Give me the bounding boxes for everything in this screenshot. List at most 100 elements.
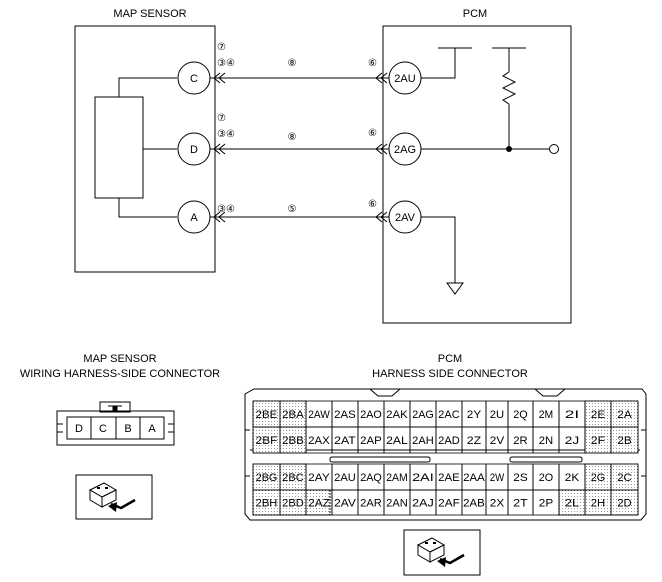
sensor-element	[94, 96, 144, 199]
pcm-pin-label: 2AB	[463, 498, 485, 510]
pcm-pin-label: 2BG	[256, 472, 278, 484]
pcm-pin-label: 2U	[490, 409, 504, 421]
pcm-pin-label: 2BB	[282, 435, 304, 447]
internal-wire-c	[118, 77, 177, 97]
pcm-pin-label: 2BA	[282, 409, 304, 421]
pcm-pin-label: 2AE	[438, 472, 460, 484]
map-sensor-connector	[56, 401, 175, 446]
marker-d-mid: ③④	[217, 129, 235, 140]
pcm-pin-label: 2BC	[282, 472, 304, 484]
pcm-pin-label: 2AO	[360, 409, 382, 421]
pcm-terminal-2au: 2AU	[388, 61, 422, 95]
pcm-pin-label: 2BE	[256, 409, 278, 421]
pcm-pin-label: 2AH	[412, 435, 434, 447]
svg-text:C: C	[190, 73, 198, 85]
pcm-pin-label: 2H	[591, 498, 605, 510]
map-connector-title-2: WIRING HARNESS-SIDE CONNECTOR	[20, 368, 220, 380]
marker-a-mid: ③④	[217, 204, 235, 215]
marker-d-top: ⑦	[217, 113, 226, 124]
pcm-pin-label: 2C	[617, 472, 631, 484]
pcm-pin-label: 2AG	[412, 409, 434, 421]
svg-text:D: D	[190, 144, 198, 156]
pcm-pin-label: 2F	[591, 435, 606, 447]
marker-a-pcm: ⑥	[368, 199, 377, 210]
marker-c-wire: ⑧	[288, 58, 297, 69]
marker-c-mid: ③④	[217, 58, 235, 69]
pcm-pin-label: 2W	[490, 472, 505, 484]
pcm-shaded-groups	[252, 400, 639, 516]
pcm-pin-label: 2BD	[282, 498, 304, 510]
pcm-pin-label: 2L	[565, 498, 579, 510]
pcm-pin-label: 2AR	[360, 498, 382, 510]
pcm-pin-label: 2T	[513, 498, 528, 510]
pcm-pin-label: 2AF	[438, 498, 460, 510]
pcm-pin-label: 2A	[617, 409, 632, 421]
marker-d-wire: ⑧	[288, 132, 297, 143]
map-pin-c: C	[99, 423, 107, 435]
pcm-box	[382, 25, 572, 324]
pcm-pin-label: 2AM	[386, 472, 408, 484]
marker-c-top: ⑦	[217, 42, 226, 53]
svg-text:2AV: 2AV	[395, 212, 416, 224]
pcm-pin-label: 2M	[539, 409, 553, 421]
svg-text:2AU: 2AU	[394, 73, 415, 85]
pcm-pin-label: 2AJ	[412, 498, 434, 510]
pcm-pin-label: 2I	[565, 409, 579, 421]
pcm-terminal-2av: 2AV	[388, 200, 422, 234]
pcm-pin-label: 2Y	[467, 409, 482, 421]
wire-a-to-2av	[210, 211, 389, 223]
map-connector-title-1: MAP SENSOR	[83, 353, 156, 365]
pcm-pin-label: 2AZ	[308, 498, 330, 510]
pull-up-resistor	[501, 71, 517, 105]
map-pin-a: A	[148, 423, 156, 435]
marker-d-pcm: ⑥	[368, 128, 377, 139]
connector-view-icon	[403, 529, 481, 576]
pcm-pin-label: 2AP	[360, 435, 382, 447]
pcm-pin-label: 2P	[539, 498, 553, 510]
pcm-pin-label: 2R	[513, 435, 527, 447]
pcm-pin-label: 2E	[591, 409, 605, 421]
svg-text:2AG: 2AG	[394, 144, 416, 156]
pcm-pin-label: 2AU	[334, 472, 356, 484]
pcm-pin-label: 2AT	[334, 435, 356, 447]
map-pin-b: B	[124, 423, 131, 435]
pcm-pin-label: 2AI	[412, 472, 434, 484]
pcm-pin-label: 2B	[617, 435, 631, 447]
pcm-cell-box	[610, 489, 639, 516]
pcm-pin-label: 2BH	[256, 498, 278, 510]
pcm-pin-label: 2AL	[386, 435, 408, 447]
map-pin-d: D	[75, 423, 83, 435]
pcm-pin-label: 2Q	[513, 409, 528, 421]
pcm-pin-label: 2AA	[463, 472, 485, 484]
pcm-pin-label: 2O	[539, 472, 554, 484]
marker-c-pcm: ⑥	[368, 58, 377, 69]
pcm-title: PCM	[463, 8, 487, 20]
terminal-a: A	[177, 200, 211, 234]
pcm-pin-label: 2AK	[386, 409, 408, 421]
pcm-pin-label: 2D	[617, 498, 631, 510]
pcm-pin-label: 2BF	[256, 435, 278, 447]
pcm-terminal-2ag: 2AG	[388, 132, 422, 166]
pcm-internal-line	[421, 104, 559, 154]
pcm-pin-label: 2AX	[308, 435, 330, 447]
pcm-connector-title-2: HARNESS SIDE CONNECTOR	[372, 368, 528, 380]
marker-a-wire: ⑤	[288, 204, 297, 215]
pcm-connector-title-1: PCM	[438, 353, 462, 365]
pcm-pin-label: 2AS	[334, 409, 356, 421]
terminal-c: C	[177, 61, 211, 95]
pcm-cell-box	[610, 426, 639, 454]
pcm-connector-body	[244, 388, 647, 521]
pcm-pin-label: 2AD	[438, 435, 460, 447]
ground-icon	[421, 216, 464, 295]
pcm-pin-label: 2V	[490, 435, 505, 447]
pcm-pin-label: 2AY	[308, 472, 330, 484]
pcm-pin-label: 2N	[539, 435, 553, 447]
pcm-pin-label: 2X	[490, 498, 505, 510]
pcm-pin-label: 2AN	[386, 498, 408, 510]
wire-d-to-2ag	[210, 143, 389, 155]
map-sensor-title: MAP SENSOR	[113, 8, 186, 20]
pcm-pin-label: 2Z	[467, 435, 482, 447]
wire-c-to-2au	[210, 72, 389, 84]
